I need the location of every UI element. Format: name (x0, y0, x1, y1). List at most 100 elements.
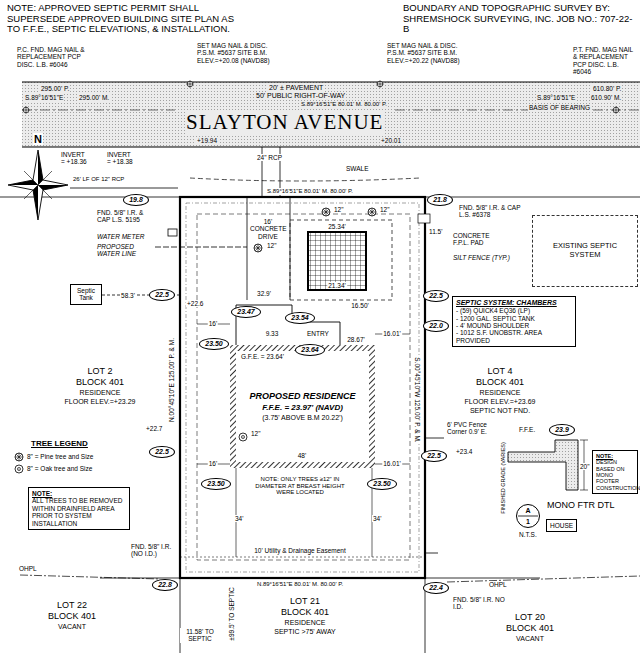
node-text: 20' ± PAVEMENT (268, 84, 324, 92)
drawing-label: 16' (208, 460, 218, 467)
elevation-value: 23.64 (301, 346, 319, 354)
bearing-label: S.00°45'10"W 125.00' P. & M. (413, 356, 420, 443)
elevation-oval: 22.5 (149, 446, 175, 458)
drawing-label: 295.00' P. (40, 85, 70, 92)
drawing-label: SWALE (345, 165, 370, 172)
elevation-value: 23.54 (291, 314, 309, 322)
elevation-value: 22.0 (429, 322, 443, 330)
lot-label: FLOOR ELEV.=+23.69 (464, 398, 537, 406)
drawing-label: 16.01' (382, 330, 402, 337)
node-text: - 1012 S.F. UNOBSTR. AREA PROVIDED (456, 329, 572, 344)
existing-septic-box: EXISTING SEPTIC SYSTEM (532, 215, 638, 287)
drawing-label: 26' LF OF 12" RCP (72, 176, 125, 183)
drawing-label: N.89°16'51"E 80.01' M. 80.00' P. (256, 581, 344, 588)
drawing-label: FND. 5/8" I.R. (NO I.D.) (130, 543, 176, 558)
drawing-label: P.T. FND. MAG NAIL & REPLACEMENT PCP DIS… (572, 46, 638, 75)
drawing-label: 12" (379, 206, 391, 213)
lot-label: VACANT (57, 623, 87, 631)
elevation-value: 21.8 (433, 196, 447, 204)
elevation-oval: 23.54 (285, 312, 315, 324)
legend-text: 8" = Pine tree and Size (27, 453, 93, 460)
drawing-label: S.89°16'51"E 80.01' M. 80.00' P. (266, 188, 354, 195)
lot-label: RESIDENCE (479, 389, 522, 397)
lot-label: BLOCK 401 (505, 623, 555, 633)
drawing-label: +23.4 (455, 448, 473, 455)
elevation-oval: 19.8 (123, 194, 149, 206)
bearing-label: N.00°45'10"E 125.00' P. & M. (168, 337, 175, 423)
drawing-label: PROPOSED WATER LINE (96, 243, 152, 258)
node-text: 50' PUBLIC RIGHT-OF-WAY (255, 92, 346, 100)
drawing-label: INVERT = +18.38 (106, 151, 136, 166)
lot-label: BLOCK 401 (47, 611, 97, 621)
lot-label: BLOCK 401 (75, 377, 125, 387)
node-text: SEPTIC SYSTEM: CHAMBERS (456, 299, 572, 307)
road-band: 20' ± PAVEMENT50' PUBLIC RIGHT-OF-WAY SLA… (22, 82, 640, 147)
node-text: - (59) QUICK4 EQ36 (LP) (456, 307, 572, 314)
drawing-label: FND. 5/8" I.R. NO I.D. (452, 596, 510, 611)
node-text: PROPOSED RESIDENCE (249, 391, 355, 401)
node-text: HOUSE (550, 522, 573, 529)
lot-label: BLOCK 401 (475, 377, 525, 387)
drawing-label: NOTE: ONLY TREES ≥12" IN DIAMETER AT BRE… (250, 476, 350, 496)
node-text: DESIGN BASED ON MONO FOOTER CONSTRUCTION (596, 459, 634, 491)
lot-label: RESIDENCE (79, 389, 122, 397)
drawing-label: F.F.E. (518, 426, 536, 433)
node-text: NOTE: (596, 453, 634, 459)
lot-label: LOT 4 (487, 366, 514, 376)
lot-label: RESIDENCE (284, 619, 327, 627)
elevation-value: 22.5 (427, 452, 441, 460)
drawing-label: +22.7 (145, 425, 163, 432)
elevation-oval: 22.0 (423, 320, 449, 332)
elevation-value: 19.8 (129, 196, 143, 204)
elevation-value: 22.5 (429, 292, 443, 300)
drawing-label: S.89°16'51"E (536, 94, 576, 101)
drawing-label: FINISHED GRADE (VARIES) (500, 441, 506, 515)
node-text: SLAYTON AVENUE (185, 111, 384, 134)
elevation-value: 23.50 (373, 480, 391, 488)
elevation-value: 22.5 (155, 291, 169, 299)
drawing-label: 58.3' (120, 292, 136, 299)
elevation-value: 23.47 (237, 308, 255, 316)
drawing-label: 21.34' (327, 282, 347, 289)
node-text: F.F.E. = 23.97' (NAVD) (262, 403, 343, 412)
drawing-label: 9.33 (265, 330, 280, 337)
drawing-label: SET MAG NAIL & DISC. P.S.M. #5637 SITE B… (196, 42, 272, 64)
legend-title: TREE LEGEND (30, 440, 89, 449)
legend-row: 8" = Oak tree and Size (14, 464, 93, 474)
elevation-oval: 23.50 (199, 338, 229, 350)
drawing-label: 20" (579, 463, 591, 470)
drawing-label: BASIS OF BEARING (528, 104, 591, 111)
lot-label: VACANT (515, 635, 545, 643)
elevation-value: 22.8 (158, 581, 172, 589)
detail-title: MONO FTR DTL (546, 500, 616, 510)
elevation-oval: 22.5 (423, 290, 449, 302)
drawing-label: G.F.E. = 23.64' (240, 353, 285, 360)
node-text: 1 (526, 518, 530, 525)
drawing-label: S.89°16'51"E (24, 94, 64, 101)
lot-label: SEPTIC NOT FND. (469, 407, 531, 415)
elevation-value: 23.50 (207, 480, 225, 488)
note-box: NOTE:ALL TREES TO BE REMOVED WITHIN DRAI… (28, 487, 130, 530)
drawing-label: +22.6 (186, 300, 204, 307)
drawing-label: +20.01 (380, 137, 402, 144)
node-text: - 4' MOUND SHOULDER (456, 322, 572, 329)
drawing-label: SILT FENCE (TYP.) (452, 254, 511, 261)
drawing-label: INVERT = +18.36 (60, 151, 90, 166)
drawing-label: 32.9' (256, 290, 272, 297)
lot-label: LOT 20 (514, 612, 546, 622)
drawing-label: 16' CONCRETE DRIVE (249, 218, 287, 240)
lot-label: BLOCK 401 (280, 607, 330, 617)
tree-legend: 8" = Pine tree and Size 8" = Oak tree and… (14, 452, 93, 476)
drawing-label: 11.5' (428, 228, 443, 235)
node-text: A (525, 507, 530, 514)
elevation-value: 23.9 (555, 426, 569, 434)
drawing-label: 6' PVC Fence Corner 0.9' E. (446, 421, 504, 436)
drawing-label: 34' (234, 515, 244, 522)
node-text: - 1200 GAL. SEPTIC TANK (456, 315, 572, 322)
drawing-label: 610.80' P. (592, 85, 622, 92)
drawing-label: FND. 5/8" I.R. & CAP L.S. #6378 (458, 204, 528, 219)
septic-tank-box: Septic Tank (70, 284, 102, 305)
drawing-label: 610.90' M. (590, 94, 622, 101)
node-text: EXISTING SEPTIC SYSTEM (537, 242, 633, 259)
elevation-oval: 22.4 (423, 582, 449, 594)
